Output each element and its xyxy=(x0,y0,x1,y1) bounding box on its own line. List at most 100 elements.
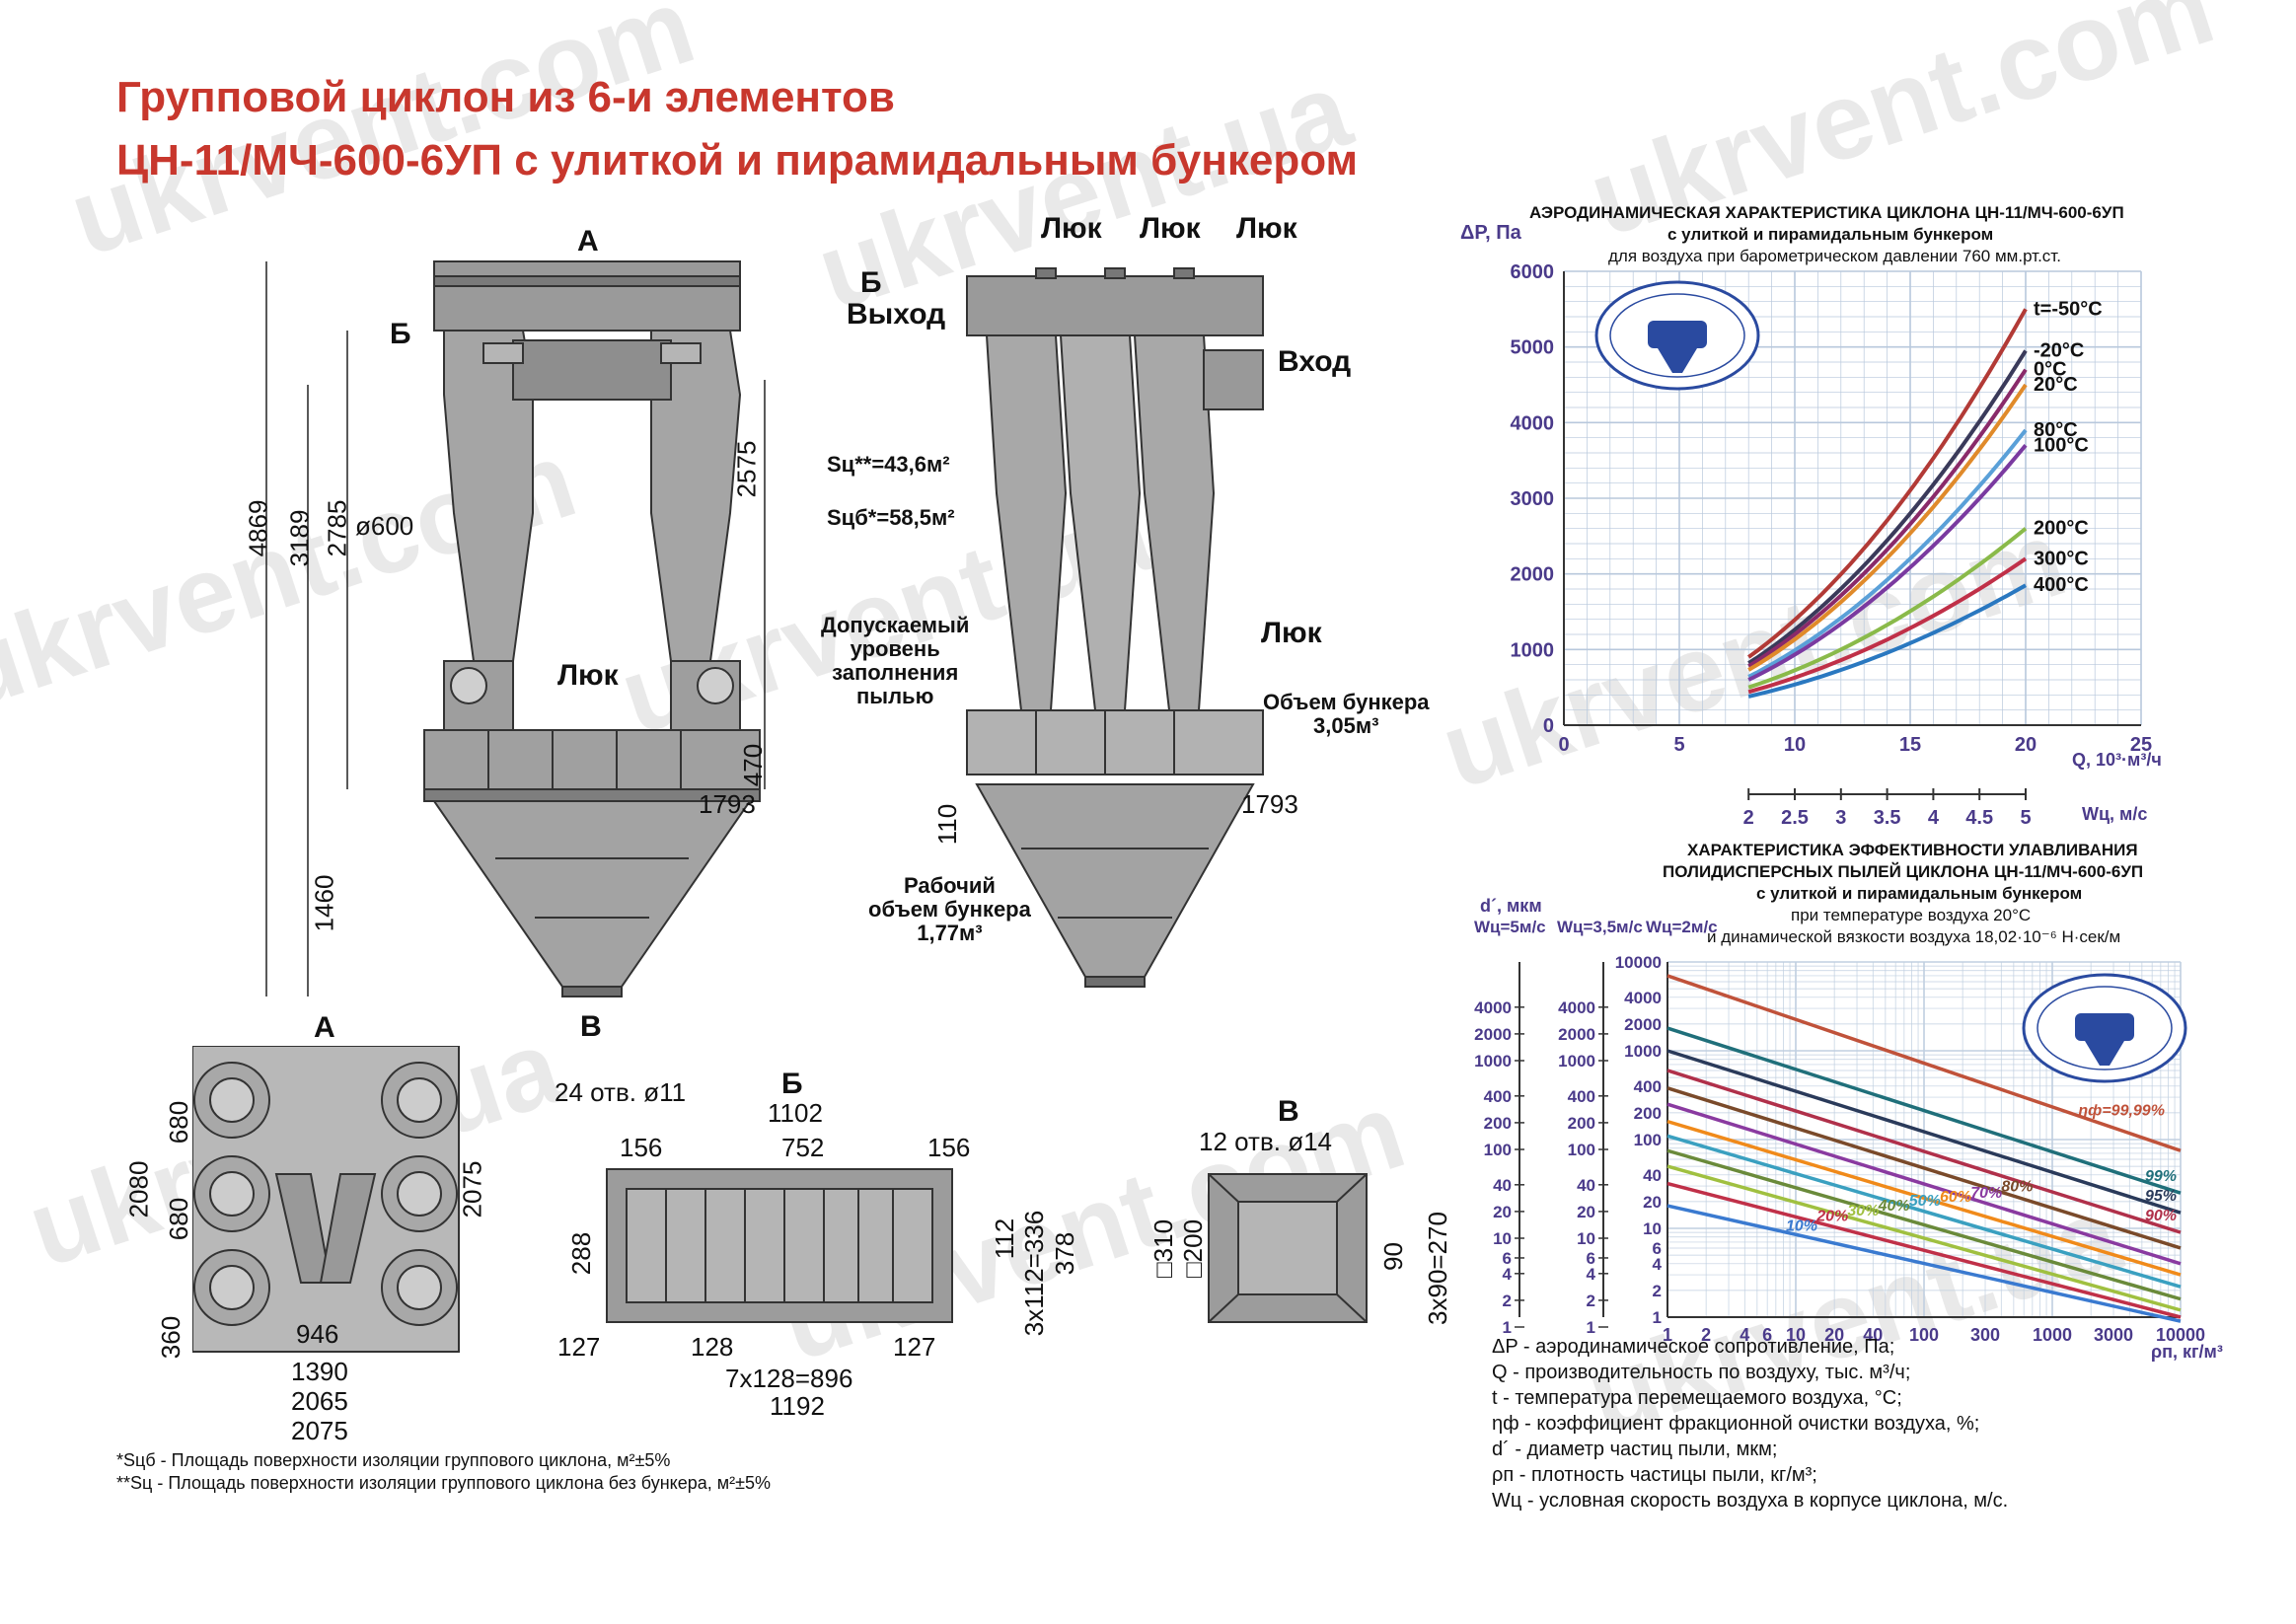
chart2-xlabel: ρп, кг/м³ xyxy=(2151,1342,2223,1362)
series-label: 200°C xyxy=(2034,518,2089,540)
dim-128: 128 xyxy=(691,1332,734,1362)
dim-1460: 1460 xyxy=(309,874,339,932)
side-label-b: Б xyxy=(860,266,882,299)
legend-item: Wц - условная скорость воздуха в корпусе… xyxy=(1492,1490,2009,1512)
x-tick-label: 300 xyxy=(1970,1325,2000,1345)
series-line xyxy=(1747,308,2028,659)
chart1-xlabel: Q, 10³·м³/ч xyxy=(2072,750,2162,770)
chart2-col2: Wц=3,5м/с xyxy=(1557,918,1643,936)
aux-tick-label: 40 xyxy=(1493,1176,1512,1195)
legend-item: ρп - плотность частицы пыли, кг/м³; xyxy=(1492,1464,1817,1486)
aux-tick-label: 4000 xyxy=(1558,998,1595,1017)
chart2-col3: Wц=2м/с xyxy=(1646,918,1718,936)
y-tick-label: 1000 xyxy=(1624,1042,1662,1061)
dim-2075-v: 2075 xyxy=(457,1160,487,1218)
x2-tick-label: 4,5 xyxy=(1965,807,1993,824)
series-label: t=-50°C xyxy=(2034,298,2103,320)
dim-2065: 2065 xyxy=(291,1386,348,1416)
chart2-subtitle2: с улиткой и пирамидальным бункером xyxy=(1756,884,2083,903)
chart2-note2: и динамической вязкости воздуха 18,02·10… xyxy=(1707,927,2121,946)
dim-4869: 4869 xyxy=(243,499,273,557)
y-tick-label: 2000 xyxy=(1624,1015,1662,1034)
side-label-v: В xyxy=(580,1010,602,1043)
series-label: ηф=99,99% xyxy=(2078,1102,2165,1119)
aux-tick-label: 200 xyxy=(1484,1114,1512,1133)
series-line xyxy=(1747,368,2028,668)
chart2-ylabel: d´, мкм xyxy=(1480,896,1542,916)
x-tick-label: 20 xyxy=(2015,734,2037,756)
aux-tick-label: 2000 xyxy=(1558,1025,1595,1044)
front-label-a: А xyxy=(577,225,599,258)
y-tick-label: 10000 xyxy=(1615,953,1662,972)
dim-946: 946 xyxy=(296,1319,339,1349)
dim-1390: 1390 xyxy=(291,1357,348,1386)
series-label: 20°C xyxy=(2034,374,2078,396)
y-tick-label: 4 xyxy=(1653,1255,1663,1274)
series-line xyxy=(1747,527,2028,690)
series-label: 50% xyxy=(1909,1193,1941,1210)
aux-tick-label: 6 xyxy=(1587,1249,1595,1268)
series-label: 99% xyxy=(2145,1168,2177,1185)
front-label-v: В xyxy=(580,1010,602,1043)
aux-tick-label: 10 xyxy=(1493,1229,1512,1248)
y-tick-label: 6000 xyxy=(1511,261,1555,283)
dim-7x128: 7x128=896 xyxy=(725,1364,853,1393)
x-tick-label: 15 xyxy=(1899,734,1921,756)
page-title-line2: ЦН-11/МЧ-600-6УП с улиткой и пирамидальн… xyxy=(116,136,1359,185)
side-exit-label: Выход xyxy=(847,298,946,331)
x-tick-label: 100 xyxy=(1909,1325,1939,1345)
view-b-drawing xyxy=(606,1168,953,1323)
symbols-legend: ΔP - аэродинамическое сопротивление, Па;… xyxy=(1492,1334,2008,1513)
y-tick-label: 6 xyxy=(1653,1239,1662,1258)
y-tick-label: 5000 xyxy=(1511,337,1555,359)
series-line xyxy=(1747,444,2028,682)
dim-288: 288 xyxy=(566,1231,597,1276)
x-tick-label: 10 xyxy=(1786,1325,1806,1345)
chart1-ylabel: ΔP, Па xyxy=(1460,222,1521,244)
dim-378: 378 xyxy=(1050,1231,1080,1276)
chart2-col1: Wц=5м/с xyxy=(1474,918,1546,936)
dim-127a: 127 xyxy=(557,1332,601,1362)
dim-310: □310 xyxy=(1148,1218,1179,1279)
series-line xyxy=(1666,1086,2182,1250)
dim-2575: 2575 xyxy=(731,440,762,498)
dim-680a: 680 xyxy=(164,1100,194,1144)
series-line xyxy=(1666,1049,2182,1215)
y-tick-label: 40 xyxy=(1643,1166,1662,1185)
aux-tick-label: 2 xyxy=(1503,1292,1512,1310)
side-view-drawing xyxy=(966,267,1264,988)
aux-tick-label: 1000 xyxy=(1474,1052,1512,1070)
series-line xyxy=(1666,1204,2182,1323)
aux-tick-label: 4 xyxy=(1587,1265,1596,1284)
factory-stamp-icon xyxy=(1594,280,1760,391)
chart1-x2label: Wц, м/с xyxy=(2082,804,2148,824)
y-tick-label: 200 xyxy=(1634,1104,1662,1123)
aux-tick-label: 2 xyxy=(1587,1292,1595,1310)
dim-156a: 156 xyxy=(620,1133,663,1162)
footnote-1: *Sцб - Площадь поверхности изоляции груп… xyxy=(116,1450,671,1470)
series-label: 70% xyxy=(1970,1185,2002,1202)
x-tick-label: 40 xyxy=(1863,1325,1883,1345)
aux-tick-label: 200 xyxy=(1568,1114,1595,1133)
series-line xyxy=(1666,1134,2182,1289)
dim-1793: 1793 xyxy=(699,789,756,819)
x2-tick-label: 3,5 xyxy=(1874,807,1901,824)
legend-item: ΔP - аэродинамическое сопротивление, Па; xyxy=(1492,1336,1895,1358)
view-a-drawing xyxy=(192,1046,460,1353)
y-tick-label: 2 xyxy=(1653,1282,1662,1300)
y-tick-label: 10 xyxy=(1643,1219,1662,1238)
dim-2075: 2075 xyxy=(291,1416,348,1445)
aux-tick-label: 1 xyxy=(1503,1318,1512,1337)
dim-3189: 3189 xyxy=(284,509,315,567)
aux-tick-label: 4000 xyxy=(1474,998,1512,1017)
side-hatch-3: Люк xyxy=(1236,212,1297,245)
aux-tick-label: 4 xyxy=(1503,1265,1513,1284)
series-line xyxy=(1747,383,2028,672)
series-label: 60% xyxy=(1940,1189,1971,1206)
side-entry-label: Вход xyxy=(1278,345,1352,378)
side-area-s1: Sц**=43,6м² xyxy=(827,452,950,477)
series-label: 90% xyxy=(2145,1208,2177,1224)
